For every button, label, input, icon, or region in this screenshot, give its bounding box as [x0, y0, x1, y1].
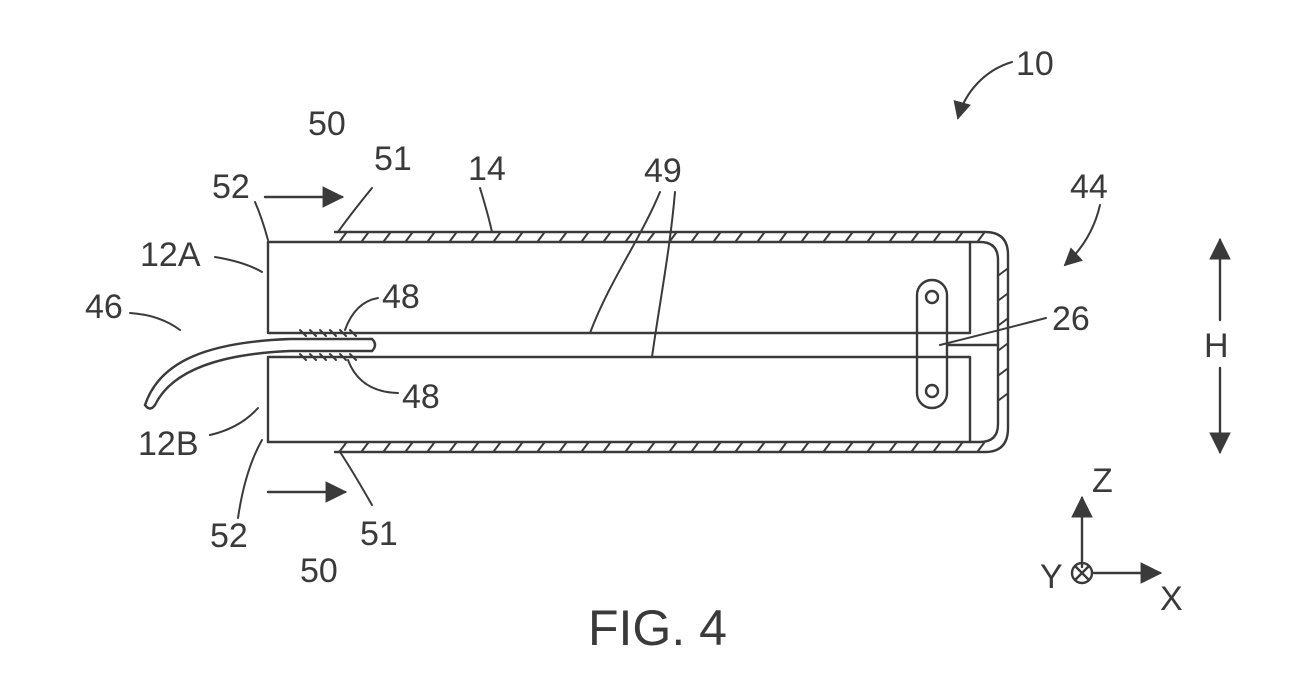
connector-26	[915, 278, 1000, 410]
flow-arrows	[263, 186, 348, 503]
label-end-44: 44	[1070, 168, 1108, 206]
label-device-10: 10	[1016, 45, 1054, 83]
label-axis-x: X	[1160, 580, 1183, 618]
housing-bottom-hatch	[339, 442, 985, 452]
label-edge-51-bottom: 51	[360, 515, 398, 553]
label-flow-50-bottom: 50	[300, 552, 338, 590]
lead-46	[143, 337, 377, 410]
housing-end-hatch	[998, 268, 1008, 401]
label-seal-48-bottom: 48	[402, 378, 440, 416]
label-edge-51-top: 51	[374, 140, 412, 178]
label-gap-49: 49	[644, 152, 682, 190]
label-face-52-bottom: 52	[210, 517, 248, 555]
label-lead-46: 46	[85, 288, 123, 326]
cell-12a	[266, 240, 972, 335]
label-housing-14: 14	[468, 150, 506, 188]
label-flow-50-top: 50	[308, 105, 346, 143]
label-height-h: H	[1204, 327, 1229, 365]
label-axis-y: Y	[1040, 558, 1063, 596]
label-connector-26: 26	[1052, 300, 1090, 338]
figure-caption: FIG. 4	[588, 600, 727, 656]
cell-12b	[266, 355, 972, 444]
housing-top-hatch	[339, 232, 985, 242]
label-axis-z: Z	[1092, 462, 1113, 500]
label-cell-12b: 12B	[138, 425, 199, 463]
housing-shell	[266, 230, 1010, 454]
label-cell-12a: 12A	[140, 236, 201, 274]
seal-48-hatch	[299, 329, 357, 361]
leader-lines	[129, 61, 1101, 519]
label-face-52-top: 52	[212, 168, 250, 206]
label-seal-48-top: 48	[382, 278, 420, 316]
axes-triad	[1070, 495, 1163, 585]
